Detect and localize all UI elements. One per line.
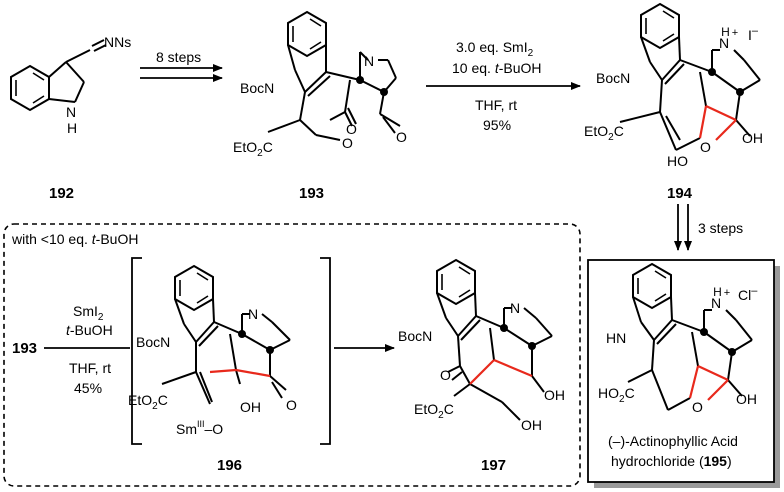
arrow-8-steps xyxy=(140,64,223,82)
stereocenter-dot xyxy=(728,348,736,356)
ketone-o-label-197: O xyxy=(440,367,451,383)
intermediate-brackets xyxy=(131,257,331,445)
indole-nh-label: N xyxy=(66,104,76,120)
ho-label-194: HO xyxy=(667,153,688,169)
ring-o-label-194: O xyxy=(700,139,711,155)
compound-196-label: 196 xyxy=(217,457,242,474)
oh-label-195: OH xyxy=(736,391,757,407)
compound-196-structure xyxy=(161,265,291,405)
new-bond-194 xyxy=(705,105,737,121)
new-bond-194-b xyxy=(698,105,708,139)
boc-n-label-197: BocN xyxy=(398,328,432,344)
cond-smi2-box: SmI2 xyxy=(73,303,104,323)
stereocenter-dot xyxy=(380,88,388,96)
lactone-o-label-193: O xyxy=(396,129,407,145)
oh-label-194: OH xyxy=(742,130,763,146)
product-box xyxy=(587,259,775,483)
compound-197-label: 197 xyxy=(481,457,506,474)
compound-197-structure xyxy=(436,259,553,421)
oh-label-197-b: OH xyxy=(521,417,542,433)
cond-thf-rt: THF, rt xyxy=(475,97,517,113)
cond-yield-45: 45% xyxy=(74,380,102,396)
new-bond-196-b xyxy=(209,368,237,374)
compound-193-structure xyxy=(267,11,401,141)
new-bond-195 xyxy=(697,365,729,381)
boc-n-label-193: BocN xyxy=(240,80,274,96)
stereocenter-dot xyxy=(736,88,744,96)
new-bond-197-b xyxy=(469,359,495,385)
compound-195-structure xyxy=(627,263,753,411)
dashed-mechanism-box xyxy=(3,223,581,487)
arrow-3-steps xyxy=(674,204,692,251)
new-bond-195-b xyxy=(688,365,700,399)
compound-193-start-label: 193 xyxy=(12,340,37,357)
compound-194-structure xyxy=(619,3,761,151)
new-bond-194-c xyxy=(715,119,737,141)
boc-n-label-194: BocN xyxy=(596,70,630,86)
cond-tbuoh-eq: 10 eq. t-BuOH xyxy=(452,60,542,76)
compound-192-structure xyxy=(10,39,107,111)
box-note: with <10 eq. t-BuOH xyxy=(11,231,138,247)
stereocenter-dot xyxy=(708,68,716,76)
product-name-line2: hydrochloride (195) xyxy=(611,453,732,469)
stereocenter-dot xyxy=(356,76,364,84)
new-bond-197 xyxy=(493,358,533,378)
eto2c-label-196: EtO2C xyxy=(128,392,168,412)
new-bond-196 xyxy=(235,368,271,378)
eto2c-label-193: EtO2C xyxy=(233,139,273,159)
ring-o-label-195: O xyxy=(692,399,703,415)
stereocenter-dot xyxy=(500,324,508,332)
nns-label: NNs xyxy=(104,34,131,50)
ho2c-label-195: HO2C xyxy=(598,385,635,405)
new-bond-195-c xyxy=(707,379,729,401)
nh-plus-label-194: NH+ xyxy=(719,25,738,51)
oh-label-196: OH xyxy=(240,399,261,415)
chloride-label-195: Cl– xyxy=(738,285,758,303)
cond-smi2-eq: 3.0 eq. SmI2 xyxy=(456,39,534,59)
compound-193-label: 193 xyxy=(299,185,324,202)
ketone-o-label-193: O xyxy=(346,121,357,137)
n-label-193: N xyxy=(364,53,374,69)
stereocenter-dot xyxy=(700,328,708,336)
cond-yield-95: 95% xyxy=(483,117,511,133)
ester-o-label-193: O xyxy=(342,135,353,151)
stereocenter-dot xyxy=(528,342,536,350)
n-label-196: N xyxy=(248,306,258,322)
arrow-3-steps-label: 3 steps xyxy=(698,220,743,236)
boc-n-label-196: BocN xyxy=(136,334,170,350)
iodide-label-194: I– xyxy=(748,25,759,43)
product-name-line1: (–)-Actinophyllic Acid xyxy=(608,433,738,449)
indole-h-label: H xyxy=(67,120,77,136)
nh-plus-label-195: NH+ xyxy=(711,285,730,311)
cond-thf-rt-box: THF, rt xyxy=(69,360,111,376)
eto2c-label-197: EtO2C xyxy=(414,401,454,421)
compound-194-label: 194 xyxy=(667,185,693,202)
arrow-8-steps-label: 8 steps xyxy=(156,49,201,65)
compound-192-label: 192 xyxy=(49,185,74,202)
n-label-197: N xyxy=(510,300,520,316)
stereocenter-dot xyxy=(238,330,246,338)
oh-label-197-a: OH xyxy=(544,387,565,403)
sm-o-label-196: SmIII–O xyxy=(176,419,223,437)
stereocenter-dot xyxy=(266,346,274,354)
eto2c-label-194: EtO2C xyxy=(584,123,624,143)
cond-tbuoh-box: t-BuOH xyxy=(66,322,113,338)
hn-label-195: HN xyxy=(606,330,626,346)
ketone-o-label-196: O xyxy=(286,397,297,413)
